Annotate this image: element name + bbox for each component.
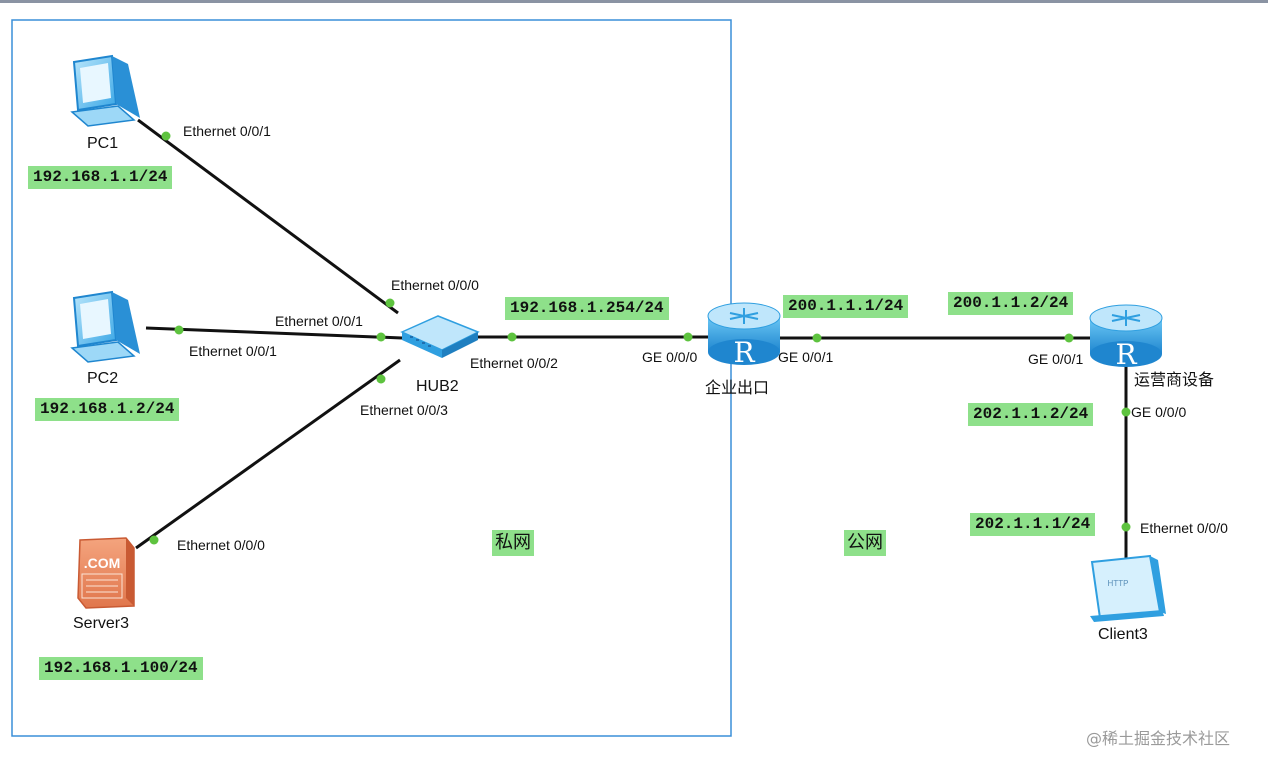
router-icon: R — [1089, 304, 1163, 371]
port-dot-isp-ge001 — [1064, 333, 1074, 343]
link-server3-hub — [135, 358, 401, 550]
public-network-label: 公网 — [844, 530, 886, 556]
hub-icon — [400, 315, 480, 358]
pc2-label: PC2 — [87, 370, 119, 387]
http-client-icon: HTTP — [1090, 554, 1166, 622]
hub2-label: HUB2 — [416, 378, 459, 395]
pc2-ip-label: 192.168.1.2/24 — [35, 398, 180, 421]
links — [135, 118, 1128, 558]
pc1-device[interactable] — [70, 54, 140, 127]
svg-text:.COM: .COM — [84, 555, 121, 571]
router-ent-label: 企业出口 — [705, 378, 770, 397]
server3-device[interactable]: .COM — [77, 537, 135, 609]
port-dot-server3 — [149, 535, 159, 545]
port-dot-ent-ge001 — [812, 333, 822, 343]
link-pc2-hub — [145, 326, 403, 340]
port-dot-pc2 — [174, 325, 184, 335]
svg-text:R: R — [1115, 338, 1137, 371]
client3-interface-label: Ethernet 0/0/0 — [1140, 520, 1228, 536]
router-ent-device[interactable]: R — [707, 302, 781, 369]
ent-lan-ip-label: 192.168.1.254/24 — [505, 297, 669, 320]
pc-icon — [70, 290, 140, 363]
private-network-label: 私网 — [492, 530, 534, 556]
hub-e000-label: Ethernet 0/0/0 — [391, 277, 479, 293]
client3-device[interactable]: HTTP — [1090, 554, 1166, 622]
router-isp-device[interactable]: R — [1089, 304, 1163, 371]
server-icon: .COM — [77, 537, 135, 609]
isp-ge000-label: GE 0/0/0 — [1131, 404, 1187, 420]
port-dot-client3 — [1121, 522, 1131, 532]
hub-e001-label: Ethernet 0/0/1 — [275, 313, 363, 329]
watermark: @稀土掘金技术社区 — [1086, 729, 1231, 748]
client3-label: Client3 — [1098, 626, 1148, 643]
port-dot-hub-e002 — [507, 332, 517, 342]
window-top-border — [0, 0, 1268, 3]
pc1-interface-label: Ethernet 0/0/1 — [183, 123, 271, 139]
port-dot-isp-ge000 — [1121, 407, 1131, 417]
pc2-device[interactable] — [70, 290, 140, 363]
port-dot-hub-e001 — [376, 332, 386, 342]
port-dot-hub-e000 — [385, 298, 395, 308]
ent-ge000-label: GE 0/0/0 — [642, 349, 698, 365]
port-dot-ent-ge000 — [683, 332, 693, 342]
hub-e002-label: Ethernet 0/0/2 — [470, 355, 558, 371]
server3-ip-label: 192.168.1.100/24 — [39, 657, 203, 680]
pc-icon — [70, 54, 140, 127]
server3-label: Server3 — [73, 615, 130, 632]
ent-wan-ip-label: 200.1.1.1/24 — [783, 295, 909, 318]
pc1-label: PC1 — [87, 135, 119, 152]
port-dot-pc1 — [161, 131, 171, 141]
ent-ge001-label: GE 0/0/1 — [778, 349, 834, 365]
client3-ip-label: 202.1.1.1/24 — [970, 513, 1096, 536]
hub-e003-label: Ethernet 0/0/3 — [360, 402, 448, 418]
isp-lan-ip-label: 202.1.1.2/24 — [968, 403, 1094, 426]
port-dot-hub-e003 — [376, 374, 386, 384]
pc1-ip-label: 192.168.1.1/24 — [28, 166, 173, 189]
isp-wan-ip-label: 200.1.1.2/24 — [948, 292, 1074, 315]
svg-text:HTTP: HTTP — [1108, 579, 1129, 588]
pc2-interface-label: Ethernet 0/0/1 — [189, 343, 277, 359]
router-icon: R — [707, 302, 781, 369]
isp-ge001-label: GE 0/0/1 — [1028, 351, 1084, 367]
svg-text:R: R — [733, 336, 755, 369]
link-pc1-hub — [137, 118, 399, 315]
server3-interface-label: Ethernet 0/0/0 — [177, 537, 265, 553]
router-isp-label: 运营商设备 — [1134, 370, 1215, 389]
private-network-area — [11, 19, 732, 737]
hub2-device[interactable] — [400, 315, 480, 358]
